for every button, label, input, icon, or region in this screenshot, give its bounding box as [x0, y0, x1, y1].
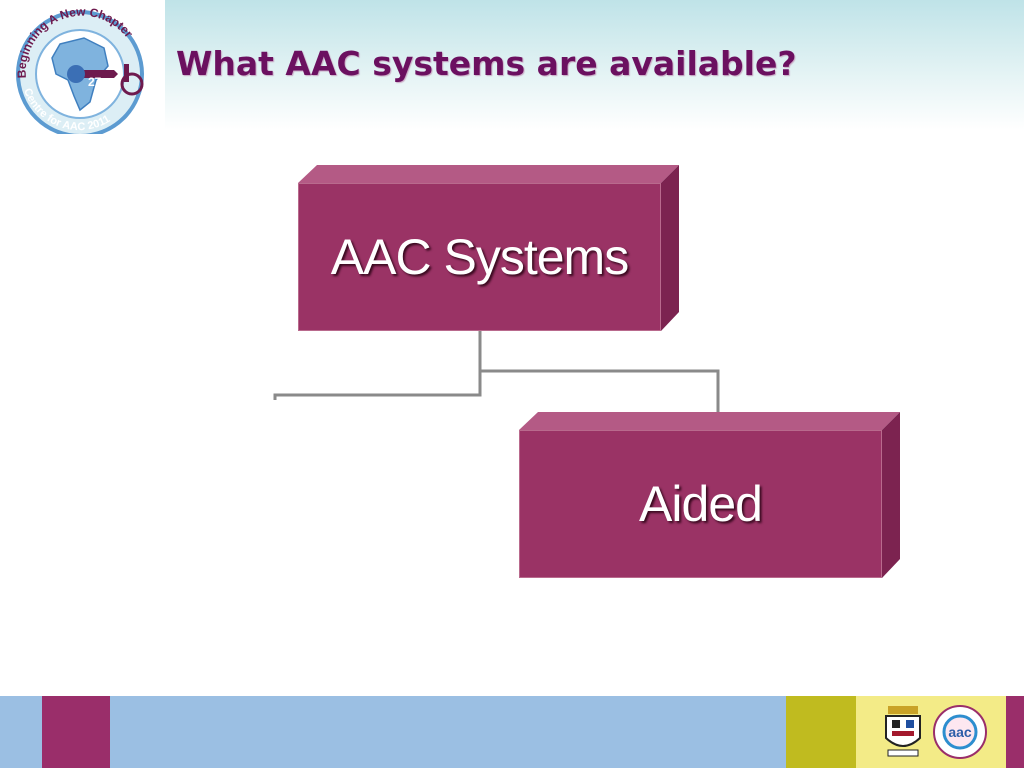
footer-block-magenta-left — [42, 696, 110, 768]
footer-band — [0, 696, 1024, 768]
diagram-node-aided: Aided — [519, 430, 882, 578]
node-label-aided: Aided — [639, 476, 763, 532]
header-band — [0, 0, 1024, 130]
root-node-top-face — [298, 165, 679, 183]
aac-badge-icon: aac — [933, 705, 987, 759]
aided-node-top-face — [519, 412, 900, 430]
logo-center-number: 27 — [88, 75, 102, 89]
node-3d-faces — [298, 165, 900, 578]
footer-block-magenta-right — [1006, 696, 1024, 768]
root-node-side-face — [661, 165, 679, 331]
connector-root-to-aided — [478, 331, 720, 413]
connector-root-to-left-branch — [273, 371, 482, 400]
slide-title: What AAC systems are available? — [176, 44, 797, 83]
aac-badge-text: aac — [948, 724, 972, 740]
diagram-connectors — [273, 331, 720, 413]
africa-logo-icon: Beginning A New Chapter Centre for AAC 2… — [15, 5, 144, 134]
aided-node-side-face — [882, 412, 900, 578]
university-crest-icon — [885, 706, 921, 757]
footer-block-olive — [786, 696, 856, 768]
diagram-node-aac-systems: AAC Systems — [298, 183, 661, 331]
node-label-aac-systems: AAC Systems — [330, 229, 629, 285]
centre-for-aac-logo: Beginning A New Chapter Centre for AAC 2… — [0, 0, 165, 135]
